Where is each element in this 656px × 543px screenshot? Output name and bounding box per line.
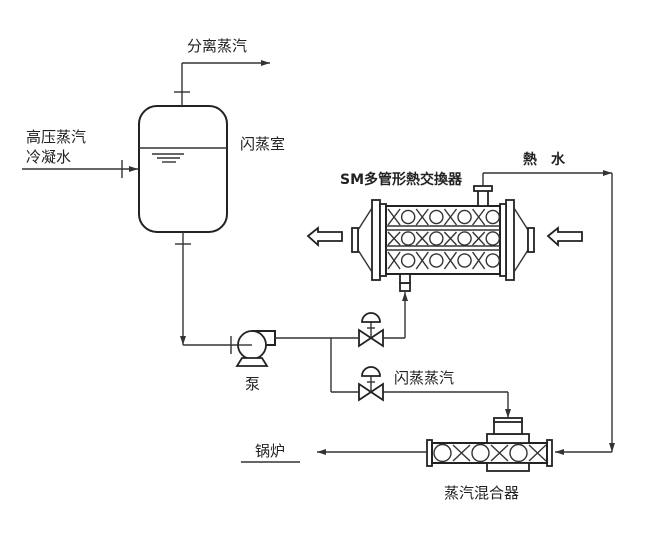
- flash-tank-label: 闪蒸室: [240, 135, 285, 153]
- hx-tube-o-icon: [457, 231, 472, 246]
- control-valve-1-icon: [358, 312, 384, 348]
- hx-tube-x-icon: [415, 251, 429, 270]
- flash-steam-label: 闪蒸蒸汽: [394, 369, 454, 387]
- hx-tube-o-icon: [400, 231, 416, 246]
- mixer-tube-x-icon: [452, 444, 471, 462]
- hx-tube-o-icon: [429, 253, 444, 268]
- outlet-arrow-icon: [306, 226, 343, 248]
- control-valve-2-icon: [358, 366, 384, 402]
- separated-steam-label: 分离蒸汽: [187, 37, 247, 55]
- hx-tube-x-icon: [472, 251, 486, 270]
- separated-steam-line: [174, 60, 270, 106]
- hot-water-line: [482, 170, 615, 455]
- hx-tube-x-icon: [443, 231, 458, 246]
- heat-exchanger: [351, 185, 535, 284]
- flash-steam-line: [383, 391, 511, 418]
- hx-tube-x-icon: [387, 231, 401, 246]
- steam-mixer: [426, 417, 553, 472]
- hx-tube-o-icon: [457, 253, 472, 268]
- hx-tube-x-icon: [472, 231, 486, 246]
- pump-discharge-line: [275, 337, 358, 393]
- hx-tube-x-icon: [415, 231, 429, 246]
- hx-tube-x-icon: [443, 208, 458, 226]
- hx-tube-o-icon: [429, 231, 444, 246]
- flash-tank: [138, 105, 228, 233]
- condensate-inlet-line: [22, 160, 138, 178]
- heat-exchanger-label: SM多管形熱交換器: [340, 171, 463, 188]
- hp-condensate-label-2: 冷凝水: [26, 148, 71, 166]
- mixer-tube-x-icon: [490, 444, 509, 462]
- hx-tube-x-icon: [472, 208, 486, 226]
- hp-condensate-label-1: 高压蒸汽: [26, 128, 86, 146]
- boiler-label: 锅炉: [255, 442, 285, 460]
- mixer-tube-x-icon: [528, 444, 547, 462]
- hx-tube-o-icon: [429, 209, 444, 225]
- inlet-arrow-icon: [546, 226, 583, 248]
- hx-tube-x-icon: [387, 208, 401, 226]
- hx-tube-o-icon: [457, 209, 472, 225]
- hx-tube-o-icon: [485, 209, 501, 225]
- steam-mixer-label: 蒸汽混合器: [444, 484, 519, 502]
- hx-tube-o-icon: [400, 253, 416, 268]
- tank-to-pump-line: [175, 232, 238, 354]
- hx-tube-o-icon: [485, 231, 501, 246]
- hot-water-label: 熱 水: [523, 151, 566, 168]
- hx-tube-x-icon: [387, 251, 401, 270]
- hx-tube-o-icon: [485, 253, 501, 268]
- hx-tube-o-icon: [400, 209, 416, 225]
- mixer-tube-o-icon: [433, 443, 452, 463]
- hx-tube-x-icon: [443, 251, 458, 270]
- hx-tube-x-icon: [415, 208, 429, 226]
- valve1-to-exchanger-line: [383, 282, 411, 339]
- pump-label: 泵: [245, 375, 260, 393]
- pump-icon: [235, 330, 276, 367]
- mixer-tube-o-icon: [471, 443, 490, 463]
- mixer-tube-o-icon: [509, 443, 528, 463]
